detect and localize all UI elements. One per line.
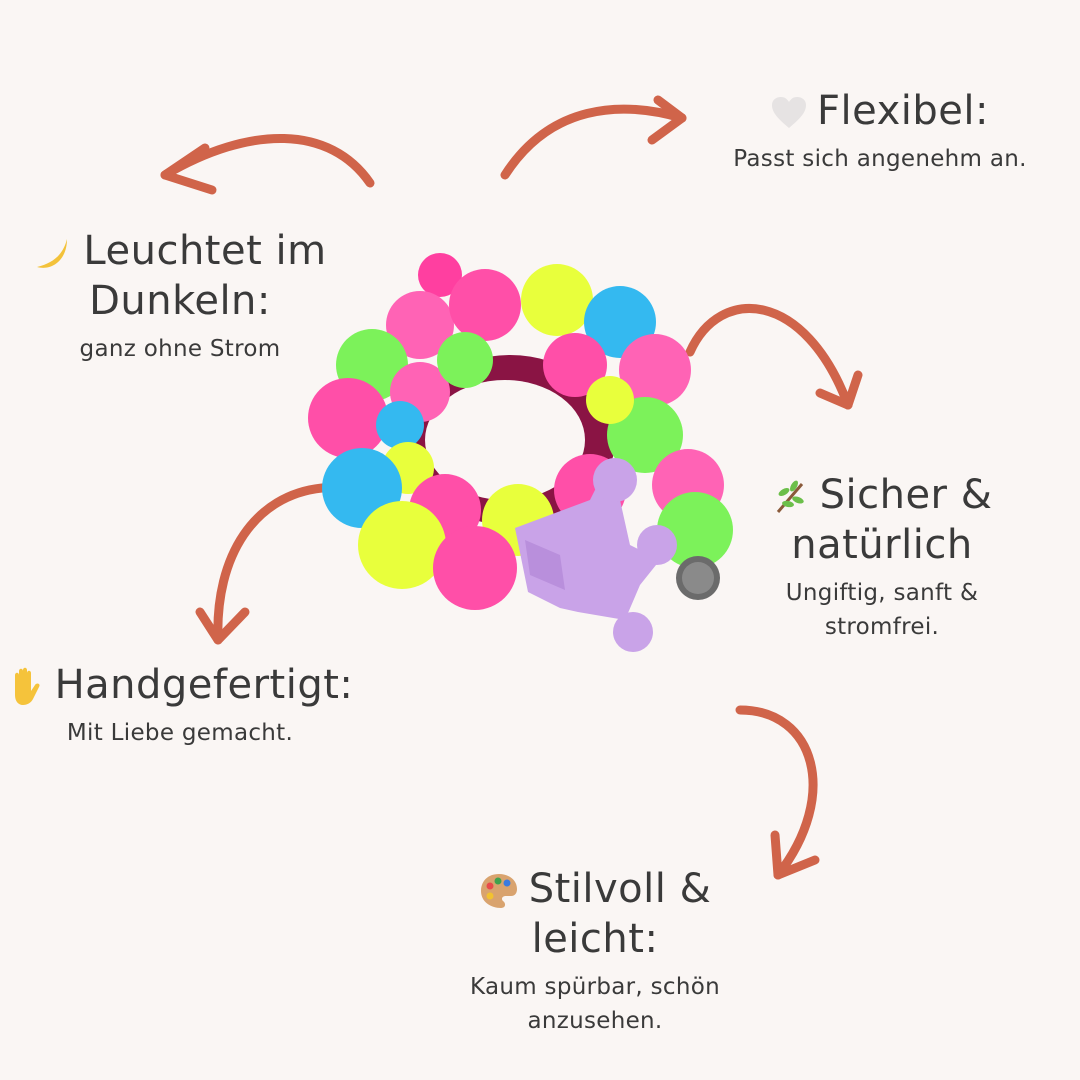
- feature-subtitle-line2: stromfrei.: [824, 614, 940, 640]
- feature-subtitle: Passt sich angenehm an.: [733, 146, 1027, 172]
- feature-title-line1: Stilvoll &: [528, 866, 712, 912]
- feature-title-line1: Sicher &: [819, 472, 993, 518]
- feature-subtitle: ganz ohne Strom: [79, 336, 281, 362]
- feature-stilvoll: Stilvoll & leicht: Kaum spürbar, schön a…: [430, 864, 760, 1038]
- feature-title: Sicher &: [752, 470, 1012, 520]
- bead: [386, 291, 454, 359]
- bead: [619, 334, 691, 406]
- feature-title-line2: Dunkeln:: [89, 278, 271, 324]
- feature-title: Stilvoll &: [430, 864, 760, 914]
- feature-handgefertigt: Handgefertigt: Mit Liebe gemacht.: [0, 660, 360, 750]
- feature-subtitle-line1: Ungiftig, sanft &: [785, 580, 979, 606]
- artist-palette-icon: [480, 874, 517, 908]
- bead: [521, 264, 593, 336]
- bracelet-hole: [425, 380, 585, 500]
- arrow-to-flexibel: [500, 95, 687, 180]
- bead: [308, 378, 388, 458]
- bead: [358, 501, 446, 589]
- arrow-to-handgefertigt: [195, 483, 327, 645]
- bracelet-photo: [308, 253, 733, 652]
- bead: [418, 253, 462, 297]
- feature-title-line2: natürlich: [791, 522, 973, 568]
- bead: [433, 526, 517, 610]
- feature-title-text: Handgefertigt:: [54, 662, 354, 708]
- feature-subtitle-line2: anzusehen.: [527, 1008, 663, 1034]
- bead: [376, 401, 424, 449]
- metal-tag: [676, 556, 720, 600]
- feature-title: Flexibel:: [700, 86, 1060, 136]
- crown-charm: [515, 458, 677, 652]
- feature-title-line2: leicht:: [531, 916, 659, 962]
- feature-title-text: Flexibel:: [817, 88, 989, 134]
- feature-title: Leuchtet im: [10, 226, 350, 276]
- raised-hand-icon: [14, 667, 40, 705]
- herb-icon: [776, 480, 804, 513]
- bead: [449, 269, 521, 341]
- bead: [543, 333, 607, 397]
- feature-subtitle-line1: Kaum spürbar, schön: [469, 974, 720, 1000]
- arrow-to-stilvoll: [735, 705, 820, 880]
- feature-sicher: Sicher & natürlich Ungiftig, sanft & str…: [752, 470, 1012, 644]
- feature-title: Handgefertigt:: [0, 660, 360, 710]
- feature-title-line1: Leuchtet im: [83, 228, 327, 274]
- arrow-to-sicher: [685, 304, 863, 410]
- feature-leuchtet: Leuchtet im Dunkeln: ganz ohne Strom: [10, 226, 350, 366]
- bead: [586, 376, 634, 424]
- feature-flexibel: Flexibel: Passt sich angenehm an.: [700, 86, 1060, 176]
- white-heart-icon: [772, 97, 807, 128]
- crescent-moon-icon: [37, 239, 68, 268]
- arrow-to-leuchtet: [160, 134, 375, 195]
- bead: [437, 332, 493, 388]
- feature-subtitle: Mit Liebe gemacht.: [66, 720, 294, 746]
